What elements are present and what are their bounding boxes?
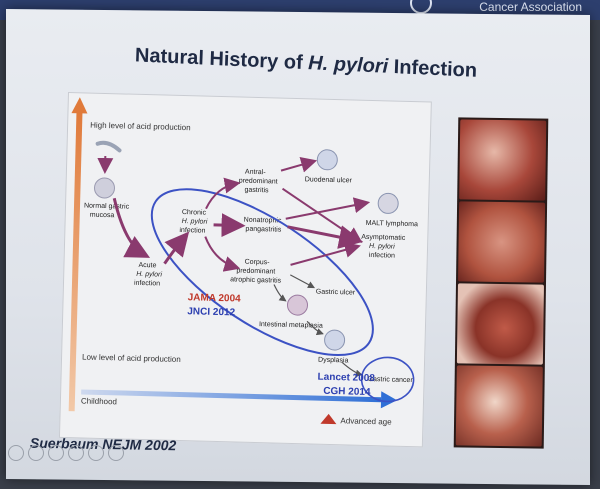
pangastritis-line-1: Nonatrophic bbox=[244, 217, 282, 225]
normal-mucosa-label: Normal gastric mucosa bbox=[84, 202, 131, 219]
acute-line-1: Acute bbox=[138, 262, 156, 269]
acid-arrowhead-icon bbox=[71, 97, 88, 114]
dysplasia-icon bbox=[324, 329, 346, 351]
title-suffix: Infection bbox=[387, 55, 478, 82]
endoscopy-image-strip bbox=[453, 117, 549, 449]
advanced-age-label: Advanced age bbox=[340, 416, 392, 426]
asymptomatic-label: Asymptomatic H. pylori infection bbox=[361, 234, 408, 260]
acute-line-2: H. pylori bbox=[136, 271, 162, 279]
arrow-corpus-to-gastric-ulcer bbox=[290, 274, 316, 289]
dysplasia-label: Dysplasia bbox=[318, 357, 349, 365]
natural-history-diagram: High level of acid production Low level … bbox=[58, 92, 432, 448]
acute-infection-label: Acute H. pylori infection bbox=[134, 262, 164, 288]
asymptomatic-line-2: H. pylori bbox=[369, 243, 395, 251]
previous-slide-icon[interactable] bbox=[8, 444, 24, 461]
antral-line-1: Antral- bbox=[245, 169, 266, 177]
endoscopy-image-2 bbox=[458, 201, 546, 283]
acute-line-3: infection bbox=[134, 280, 160, 288]
intestinal-metaplasia-label: Intestinal metaplasia bbox=[259, 321, 323, 330]
pen-tool-icon[interactable] bbox=[48, 444, 64, 461]
endoscopy-image-1 bbox=[459, 119, 547, 201]
corpus-line-2: predominant bbox=[236, 267, 275, 275]
arrow-chronic-to-antral bbox=[205, 177, 241, 210]
bacterium-icon bbox=[95, 140, 122, 153]
arrow-acute-to-chronic bbox=[163, 231, 190, 265]
asymptomatic-line-3: infection bbox=[369, 252, 395, 260]
arrow-metaplasia-to-dysplasia bbox=[306, 320, 324, 336]
arrow-corpus-to-metaplasia bbox=[273, 284, 287, 302]
chronic-line-2: H. pylori bbox=[182, 218, 208, 226]
arrow-pangastritis-to-asymptomatic bbox=[287, 225, 364, 249]
asymptomatic-line-1: Asymptomatic bbox=[361, 234, 406, 242]
intestinal-metaplasia-icon bbox=[287, 294, 309, 316]
normal-mucosa-line-2: mucosa bbox=[90, 212, 115, 220]
arrow-dysplasia-to-cancer bbox=[341, 361, 363, 377]
pangastritis-line-2: pangastritis bbox=[245, 226, 281, 234]
gastric-cancer-circle bbox=[360, 356, 415, 403]
association-logo-icon bbox=[410, 0, 432, 14]
antral-gastritis-label: Antral- predominant gastritis bbox=[238, 169, 280, 195]
arrow-chronic-to-pangastritis bbox=[213, 213, 246, 238]
more-options-icon[interactable] bbox=[108, 444, 124, 461]
chronic-line-3: infection bbox=[179, 227, 205, 235]
cgh-reference: CGH 2014 bbox=[323, 386, 371, 398]
zoom-icon[interactable] bbox=[88, 444, 104, 461]
advanced-age-marker-icon bbox=[320, 413, 337, 425]
antral-line-2: predominant bbox=[239, 178, 278, 186]
malt-lymphoma-icon bbox=[377, 192, 399, 214]
duodenal-ulcer-icon bbox=[316, 149, 338, 171]
arrow-antral-to-duodenal bbox=[280, 157, 318, 173]
corpus-line-1: Corpus- bbox=[245, 259, 271, 267]
endoscopy-image-4 bbox=[455, 365, 543, 447]
normal-mucosa-line-1: Normal gastric bbox=[84, 202, 130, 210]
antral-line-3: gastritis bbox=[244, 187, 269, 195]
gastric-cancer-label: Gastric cancer bbox=[367, 376, 413, 384]
mucosa-icon bbox=[93, 177, 115, 199]
acid-level-arrow bbox=[68, 111, 83, 412]
time-arrowhead-icon bbox=[380, 391, 398, 409]
arrow-pangastritis-to-malt bbox=[285, 197, 371, 220]
endoscopy-image-3 bbox=[456, 283, 544, 365]
arrow-chronic-to-corpus bbox=[204, 236, 241, 272]
next-slide-icon[interactable] bbox=[28, 444, 44, 461]
gastric-ulcer-label: Gastric ulcer bbox=[316, 289, 356, 297]
time-arrow bbox=[81, 389, 382, 403]
malt-lymphoma-label: MALT lymphoma bbox=[366, 220, 419, 228]
chronic-infection-label: Chronic H. pylori infection bbox=[179, 209, 209, 235]
jama-reference: JAMA 2004 bbox=[188, 292, 242, 304]
jnci-reference: JNCI 2012 bbox=[187, 306, 236, 318]
banner-text: Cancer Association bbox=[479, 0, 582, 14]
arrow-mucosa-to-acute bbox=[112, 197, 151, 258]
high-acid-label: High level of acid production bbox=[90, 121, 191, 133]
low-acid-label: Low level of acid production bbox=[82, 352, 181, 364]
title-italic: H. pylori bbox=[307, 52, 389, 78]
slide-toolbar bbox=[8, 444, 128, 464]
duodenal-ulcer-label: Duodenal ulcer bbox=[305, 176, 353, 184]
slide-title: Natural History of H. pylori Infection bbox=[86, 42, 527, 85]
arrow-corpus-to-asymptomatic bbox=[290, 242, 361, 266]
title-prefix: Natural History of bbox=[134, 44, 309, 75]
diagram-canvas: High level of acid production Low level … bbox=[68, 97, 419, 427]
corpus-gastritis-label: Corpus- predominant atrophic gastritis bbox=[230, 258, 282, 284]
pangastritis-label: Nonatrophic pangastritis bbox=[243, 217, 283, 234]
chronic-line-1: Chronic bbox=[182, 209, 207, 217]
slides-grid-icon[interactable] bbox=[68, 444, 84, 461]
childhood-label: Childhood bbox=[81, 396, 117, 406]
lancet-reference: Lancet 2008 bbox=[317, 372, 375, 385]
corpus-line-3: atrophic gastritis bbox=[230, 276, 282, 284]
